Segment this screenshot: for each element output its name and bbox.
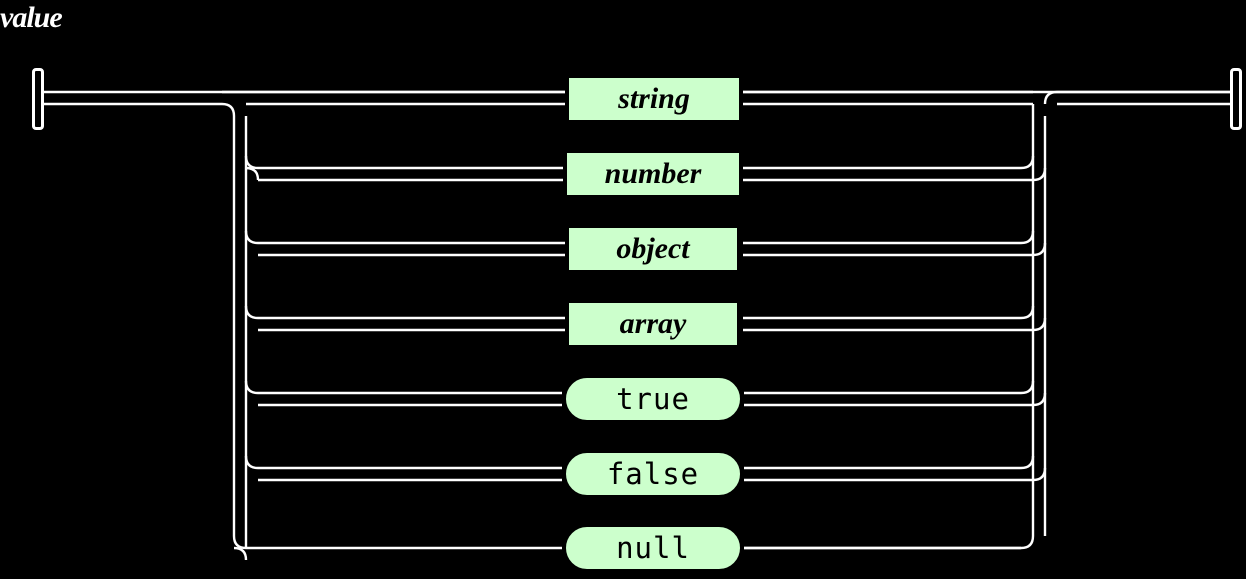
node-label: true (616, 382, 690, 416)
node-object[interactable]: object (565, 224, 741, 274)
node-null[interactable]: null (562, 523, 744, 573)
node-string[interactable]: string (565, 74, 743, 124)
node-number[interactable]: number (563, 149, 743, 199)
node-false[interactable]: false (562, 449, 744, 499)
node-label: array (619, 307, 687, 340)
node-label: string (618, 82, 690, 115)
node-label: false (606, 457, 700, 491)
node-label: number (604, 157, 702, 190)
node-label: null (616, 531, 690, 565)
entry-terminator-bar (32, 68, 44, 130)
node-true[interactable]: true (562, 374, 744, 424)
node-label: object (616, 232, 690, 265)
page-title: value (0, 1, 63, 34)
exit-terminator-bar (1230, 68, 1242, 130)
node-array[interactable]: array (565, 299, 741, 349)
